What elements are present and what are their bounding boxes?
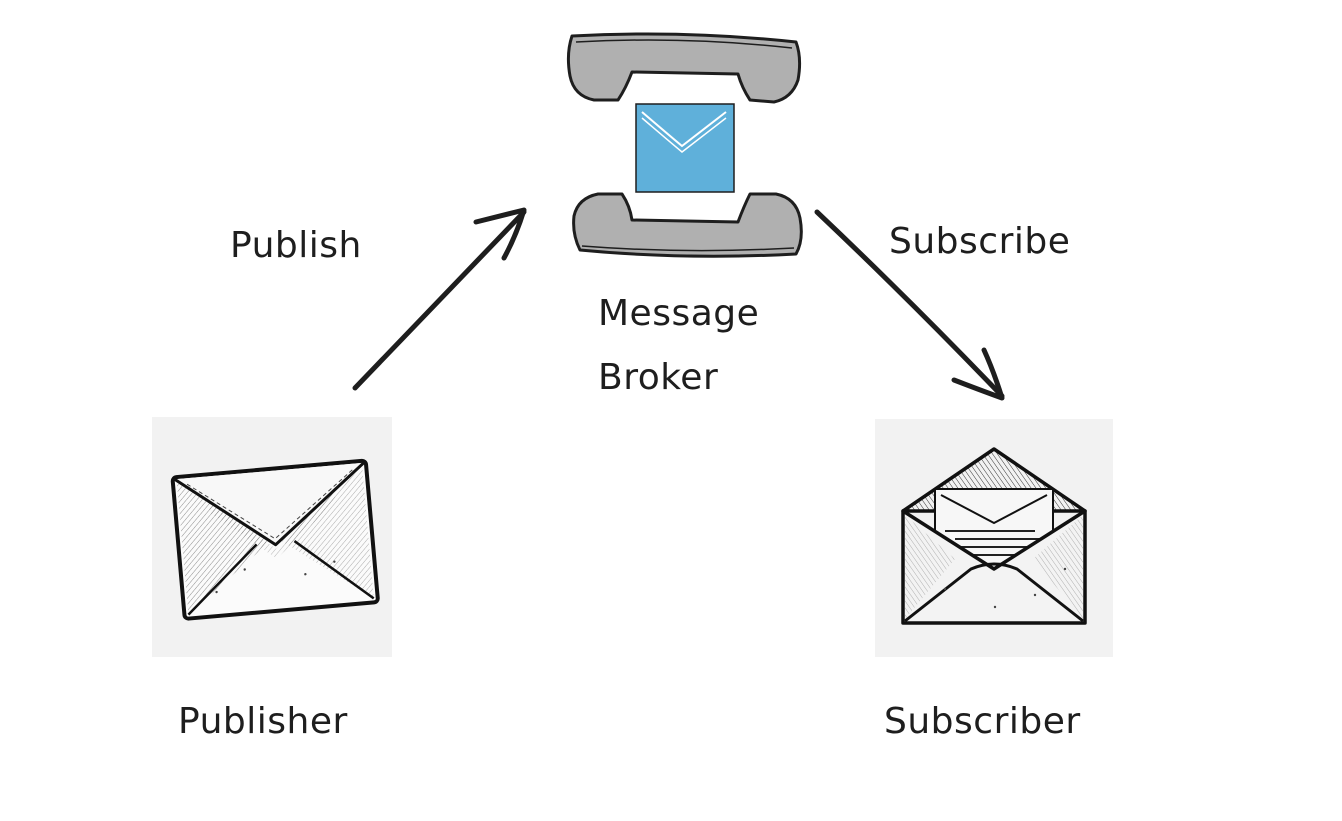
publisher-label: Publisher <box>178 701 348 742</box>
open-envelope-icon <box>901 447 1087 625</box>
broker-label-line1: Message <box>598 293 760 334</box>
broker-label-line2: Broker <box>598 357 719 398</box>
telephone-handset-envelope-icon <box>566 32 803 258</box>
broker-label: Message Broker <box>598 282 818 410</box>
publish-edge-label: Publish <box>230 225 362 266</box>
publish-arrow <box>352 207 527 391</box>
publisher-node <box>152 417 392 657</box>
closed-envelope-icon <box>170 458 380 621</box>
subscribe-edge-label: Subscribe <box>889 221 1071 262</box>
subscriber-node <box>875 419 1113 657</box>
subscribe-arrow <box>814 209 1005 401</box>
subscriber-label: Subscriber <box>884 701 1081 742</box>
